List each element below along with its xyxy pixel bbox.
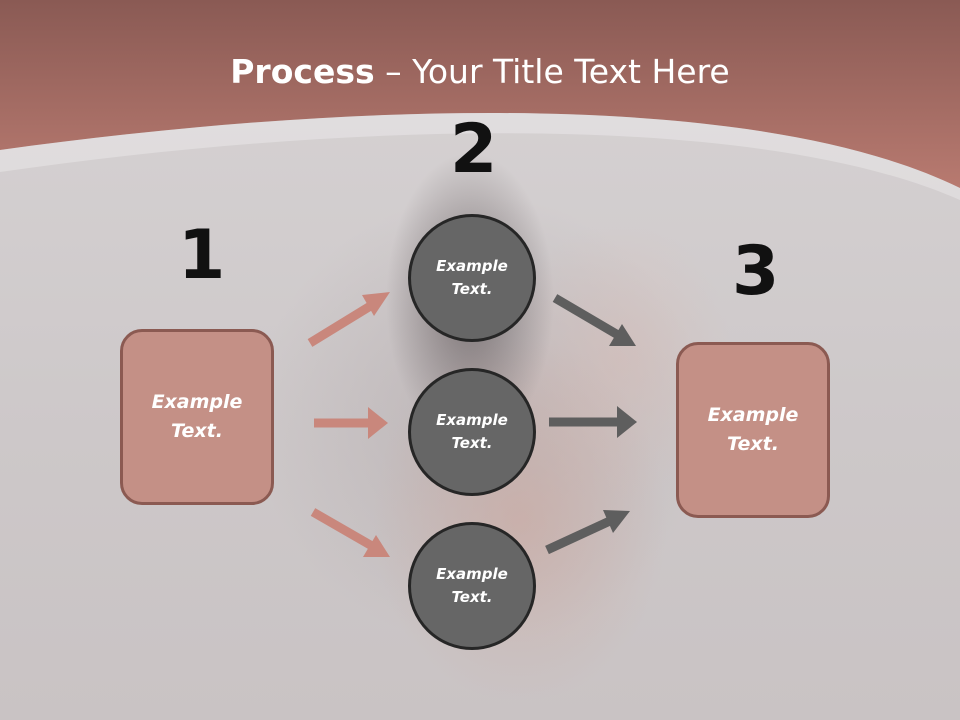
arrow-right-down [545, 510, 630, 555]
step-1-number: 1 [178, 216, 226, 295]
step-3-text: Example Text. [707, 404, 799, 455]
step-2-circle-2-text: Example Text. [436, 411, 508, 452]
step-2-circle-2: Example Text. [408, 368, 536, 496]
arrow-right-mid [549, 406, 637, 438]
step-2-circle-1-text: Example Text. [436, 257, 508, 298]
left-arrows [307, 292, 390, 557]
step-1-text: Example Text. [151, 391, 243, 442]
arrow-left-up [307, 292, 390, 347]
step-1-box: Example Text. [120, 329, 274, 505]
header-banner [0, 0, 960, 200]
title-separator: – [374, 52, 413, 91]
slide-title: Process – Your Title Text Here [0, 52, 960, 91]
title-rest: Your Title Text Here [412, 52, 730, 91]
arrow-left-down [310, 508, 390, 557]
step-3-number: 3 [732, 232, 780, 311]
step-3-box: Example Text. [676, 342, 830, 518]
right-arrows [545, 294, 637, 555]
step-2-circle-3: Example Text. [408, 522, 536, 650]
title-bold: Process [230, 52, 375, 91]
step-2-circle-3-text: Example Text. [436, 565, 508, 606]
arrow-right-up [552, 294, 636, 346]
arrow-left-mid [314, 407, 388, 439]
step-2-number: 2 [450, 110, 498, 189]
step-2-circle-1: Example Text. [408, 214, 536, 342]
